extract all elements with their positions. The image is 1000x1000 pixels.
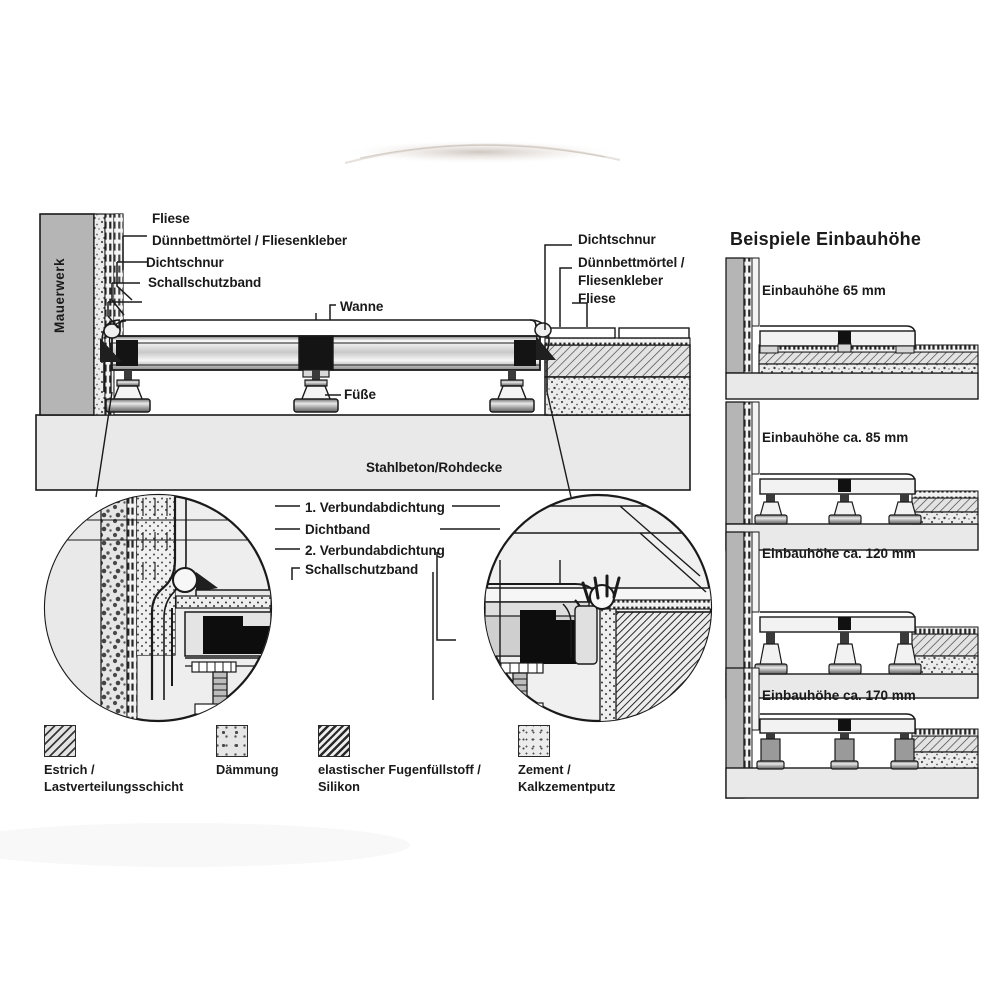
callout-duennbettmoertel-right-2: Fliesenkleber — [578, 273, 663, 288]
callout-dichtschnur-right: Dichtschnur — [578, 232, 656, 247]
left-leader-lines — [107, 235, 147, 329]
callout-fliese-right: Fliese — [578, 291, 616, 306]
legend-label-daemmung: Dämmung — [216, 762, 279, 777]
example-figure-65 — [725, 257, 979, 400]
detail-connectors — [95, 391, 572, 498]
slab-label: Stahlbeton/Rohdecke — [366, 460, 503, 475]
examples-panel-title: Beispiele Einbauhöhe — [730, 229, 922, 249]
callout-dichtschnur: Dichtschnur — [146, 255, 224, 270]
tub-feet — [105, 370, 535, 413]
main-section — [35, 213, 691, 498]
callout-wanne: Wanne — [340, 299, 384, 314]
legend-swatch-estrich — [44, 725, 76, 757]
detail-circle-left — [43, 493, 273, 723]
detail-callout-verbundabdichtung-1: 1. Verbundabdichtung — [305, 500, 445, 515]
examples-graphics — [725, 257, 979, 799]
legend-item-estrich: Estrich / Lastverteilungsschicht — [44, 725, 219, 795]
legend-swatch-daemmung — [216, 725, 248, 757]
legend-label-estrich: Estrich / Lastverteilungsschicht — [44, 762, 184, 794]
example-label-170: Einbauhöhe ca. 170 mm — [762, 688, 916, 703]
legend-item-zement: Zement / Kalkzementputz — [518, 725, 668, 795]
callout-fliese: Fliese — [152, 211, 190, 226]
detail-leaders — [275, 505, 500, 700]
example-label-120: Einbauhöhe ca. 120 mm — [762, 546, 916, 561]
callout-schallschutzband: Schallschutzband — [148, 275, 262, 290]
callout-duennbettmoertel-right-1: Dünnbettmörtel / — [578, 255, 685, 270]
example-figure-85 — [725, 401, 979, 551]
detail-callout-verbundabdichtung-2: 2. Verbundabdichtung — [305, 543, 445, 558]
example-figure-170 — [725, 667, 979, 799]
detail-callout-dichtband: Dichtband — [305, 522, 371, 537]
right-leader-lines — [544, 244, 588, 330]
detail-circle-right — [483, 493, 713, 723]
legend-item-daemmung: Dämmung — [216, 725, 326, 779]
legend-label-zement: Zement / Kalkzementputz — [518, 762, 616, 794]
legend-label-silikon: elastischer Fugenfüllstoff / Silikon — [318, 762, 481, 794]
wanne-leader — [329, 304, 336, 320]
example-figure-120 — [725, 531, 979, 699]
callout-fuesse: Füße — [344, 387, 376, 402]
top-artifact — [340, 140, 621, 164]
legend-swatch-zement — [518, 725, 550, 757]
wall-label: Mauerwerk — [52, 258, 67, 334]
callout-duennbettmoertel: Dünnbettmörtel / Fliesenkleber — [152, 233, 348, 248]
legend-swatch-silikon — [318, 725, 350, 757]
example-label-65: Einbauhöhe 65 mm — [762, 283, 886, 298]
legend-item-silikon: elastischer Fugenfüllstoff / Silikon — [318, 725, 508, 795]
example-label-85: Einbauhöhe ca. 85 mm — [762, 430, 909, 445]
detail-callout-schallschutzband: Schallschutzband — [305, 562, 419, 577]
bottom-artifact — [0, 823, 410, 867]
